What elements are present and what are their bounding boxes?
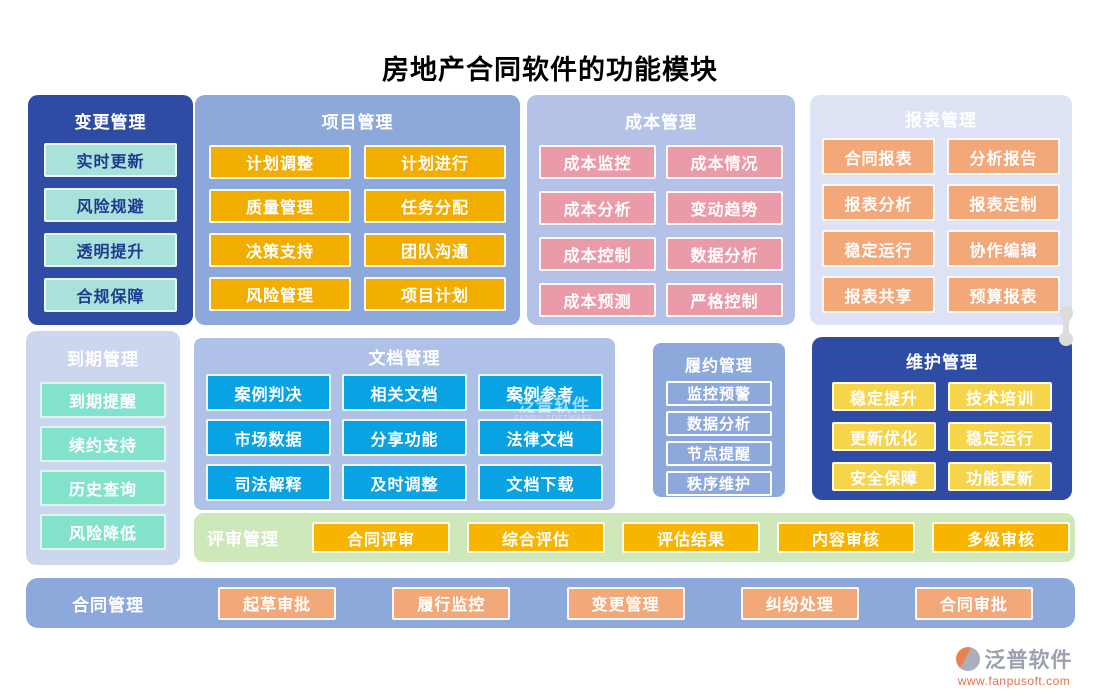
module-box: 质量管理 bbox=[209, 189, 351, 223]
panel-cost-management: 成本管理 成本监控 成本情况 成本分析 变动趋势 成本控制 数据分析 成本预测 … bbox=[527, 95, 795, 325]
module-box: 法律文档 bbox=[478, 419, 603, 456]
panel-title-performance: 履约管理 bbox=[684, 358, 753, 375]
module-box: 司法解释 bbox=[206, 464, 331, 501]
module-box: 数据分析 bbox=[666, 411, 772, 436]
module-box: 稳定提升 bbox=[832, 382, 936, 411]
module-box: 纠纷处理 bbox=[740, 586, 859, 620]
module-box: 严格控制 bbox=[666, 283, 783, 317]
module-box: 计划进行 bbox=[364, 145, 506, 179]
module-box: 分享功能 bbox=[342, 419, 467, 456]
module-box: 合同报表 bbox=[822, 138, 935, 175]
module-box: 风险管理 bbox=[209, 277, 351, 311]
module-box: 评估结果 bbox=[622, 522, 760, 553]
module-box: 技术培训 bbox=[948, 382, 1052, 411]
module-box: 履行监控 bbox=[392, 586, 511, 620]
module-box: 预算报表 bbox=[947, 276, 1060, 313]
module-box: 内容审核 bbox=[777, 522, 915, 553]
module-box: 变更管理 bbox=[566, 586, 685, 620]
module-box: 决策支持 bbox=[209, 233, 351, 267]
panel-document-management: 文档管理 案例判决 相关文档 案例参考 市场数据 分享功能 法律文档 司法解释 … bbox=[194, 338, 615, 510]
module-box: 文档下载 bbox=[478, 464, 603, 501]
module-box: 实时更新 bbox=[44, 143, 177, 177]
module-box: 报表共享 bbox=[822, 276, 935, 313]
module-box: 协作编辑 bbox=[947, 230, 1060, 267]
module-box: 市场数据 bbox=[206, 419, 331, 456]
module-box: 项目计划 bbox=[364, 277, 506, 311]
module-box: 起草审批 bbox=[218, 586, 337, 620]
module-box: 合规保障 bbox=[44, 278, 177, 312]
module-box: 透明提升 bbox=[44, 233, 177, 267]
module-box: 节点提醒 bbox=[666, 441, 772, 466]
connector-pin-icon bbox=[1059, 306, 1073, 346]
module-box: 安全保障 bbox=[832, 462, 936, 491]
panel-maintenance-management: 维护管理 稳定提升 技术培训 更新优化 稳定运行 安全保障 功能更新 bbox=[812, 337, 1072, 500]
panel-title-document: 文档管理 bbox=[368, 349, 441, 368]
row-title-review: 评审管理 bbox=[207, 530, 279, 549]
module-box: 风险规避 bbox=[44, 188, 177, 222]
panel-title-cost: 成本管理 bbox=[625, 113, 697, 132]
module-box: 分析报告 bbox=[947, 138, 1060, 175]
module-box: 续约支持 bbox=[40, 426, 166, 462]
module-box: 更新优化 bbox=[832, 422, 936, 451]
module-box: 功能更新 bbox=[948, 462, 1052, 491]
fanpu-logo-url: www.fanpusoft.com bbox=[957, 674, 1071, 688]
panel-title-project: 项目管理 bbox=[321, 113, 394, 132]
module-box: 成本控制 bbox=[539, 237, 656, 271]
module-box: 任务分配 bbox=[364, 189, 506, 223]
row-review-management: 评审管理 合同评审 综合评估 评估结果 内容审核 多级审核 bbox=[194, 513, 1075, 562]
module-box: 风险降低 bbox=[40, 514, 166, 550]
module-box: 监控预警 bbox=[666, 381, 772, 406]
module-box: 案例判决 bbox=[206, 374, 331, 411]
module-box: 相关文档 bbox=[342, 374, 467, 411]
module-box: 案例参考 bbox=[478, 374, 603, 411]
page-title: 房地产合同软件的功能模块 bbox=[382, 55, 718, 85]
module-box: 报表定制 bbox=[947, 184, 1060, 221]
module-box: 成本情况 bbox=[666, 145, 783, 179]
module-box: 计划调整 bbox=[209, 145, 351, 179]
module-box: 合同评审 bbox=[312, 522, 450, 553]
module-box: 数据分析 bbox=[666, 237, 783, 271]
row-title-contract: 合同管理 bbox=[72, 595, 144, 615]
panel-report-management: 报表管理 合同报表 分析报告 报表分析 报表定制 稳定运行 协作编辑 报表共享 … bbox=[810, 95, 1072, 325]
module-box: 综合评估 bbox=[467, 522, 605, 553]
module-box: 稳定运行 bbox=[948, 422, 1052, 451]
module-box: 到期提醒 bbox=[40, 382, 166, 418]
fanpu-logo-name: 泛普软件 bbox=[984, 649, 1073, 672]
module-box: 报表分析 bbox=[822, 184, 935, 221]
panel-title-change: 变更管理 bbox=[74, 113, 147, 132]
module-box: 变动趋势 bbox=[666, 191, 783, 225]
module-box: 合同审批 bbox=[914, 586, 1033, 620]
panel-title-report: 报表管理 bbox=[905, 111, 977, 130]
module-box: 秩序维护 bbox=[666, 471, 772, 496]
row-contract-management: 合同管理 起草审批 履行监控 变更管理 纠纷处理 合同审批 bbox=[26, 578, 1075, 628]
panel-performance-management: 履约管理 监控预警 数据分析 节点提醒 秩序维护 bbox=[653, 343, 785, 497]
panel-change-management: 变更管理 实时更新 风险规避 透明提升 合规保障 bbox=[28, 95, 193, 325]
panel-expiry-management: 到期管理 到期提醒 续约支持 历史查询 风险降低 bbox=[26, 331, 180, 565]
module-box: 成本监控 bbox=[539, 145, 656, 179]
fanpu-logo-icon bbox=[955, 647, 980, 671]
module-box: 历史查询 bbox=[40, 470, 166, 506]
panel-title-maintenance: 维护管理 bbox=[906, 353, 978, 372]
module-box: 及时调整 bbox=[342, 464, 467, 501]
panel-project-management: 项目管理 计划调整 计划进行 质量管理 任务分配 决策支持 团队沟通 风险管理 … bbox=[195, 95, 520, 325]
module-box: 团队沟通 bbox=[364, 233, 506, 267]
fanpu-logo: 泛普软件 www.fanpusoft.com bbox=[936, 644, 1092, 688]
module-box: 多级审核 bbox=[932, 522, 1070, 553]
panel-title-expiry: 到期管理 bbox=[67, 350, 139, 369]
module-box: 成本预测 bbox=[539, 283, 656, 317]
module-box: 稳定运行 bbox=[822, 230, 935, 267]
module-box: 成本分析 bbox=[539, 191, 656, 225]
